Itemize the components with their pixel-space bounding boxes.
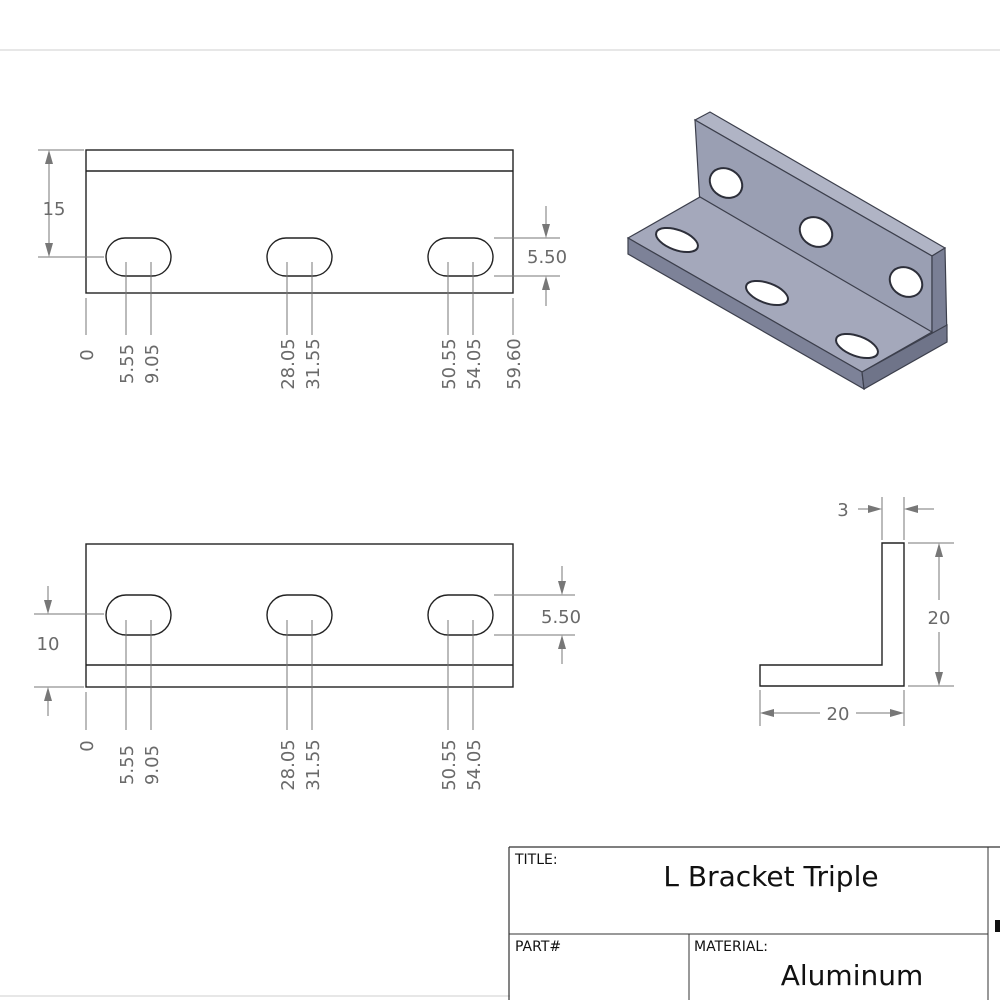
- front-ord-5: 50.55: [439, 338, 460, 390]
- front-height-dim: 15: [43, 199, 66, 220]
- bottom-slot-1: [105, 594, 172, 636]
- isometric-view: [626, 111, 948, 391]
- title-label: TITLE:: [514, 852, 558, 868]
- front-ord-2: 9.05: [142, 344, 163, 384]
- bottom-ord-6: 54.05: [464, 739, 485, 791]
- side-profile-view: 3 20 20: [759, 497, 954, 726]
- material-value: Aluminum: [781, 959, 924, 992]
- front-ord-6: 54.05: [464, 338, 485, 390]
- title-block: TITLE: L Bracket Triple PART# MATERIAL: …: [508, 846, 1000, 1000]
- title-value: L Bracket Triple: [663, 860, 878, 893]
- bottom-ord-5: 50.55: [439, 739, 460, 791]
- part-label: PART#: [515, 939, 561, 955]
- bottom-view: 10 5.50 0 5.55 9.05 28.05 31.55 50.55 54…: [34, 543, 581, 791]
- bottom-slot-2: [266, 594, 333, 636]
- bottom-height-dim: 10: [37, 634, 60, 655]
- side-thickness-dim: 3: [837, 500, 848, 521]
- front-ord-4: 31.55: [303, 338, 324, 390]
- material-label: MATERIAL:: [694, 939, 768, 955]
- iso-flange-hole-2: [798, 216, 834, 248]
- iso-base-hole-1: [655, 226, 699, 254]
- bottom-ord-2: 9.05: [142, 745, 163, 785]
- iso-base-side: [861, 323, 948, 390]
- iso-base-hole-2: [745, 279, 789, 307]
- l-profile-outline: [759, 542, 905, 687]
- front-slot-1: [105, 237, 172, 277]
- bottom-ord-0: 0: [77, 740, 98, 751]
- side-height-dim: 20: [928, 608, 951, 629]
- side-width-dim: 20: [827, 704, 850, 725]
- front-ord-7: 59.60: [504, 338, 525, 390]
- front-ord-0: 0: [77, 349, 98, 360]
- front-slot-3: [427, 237, 494, 277]
- bottom-slot-3: [427, 594, 494, 636]
- front-outline: [85, 149, 514, 294]
- iso-flange-hole-1: [708, 167, 744, 199]
- front-ord-1: 5.55: [117, 344, 138, 384]
- bottom-ord-3: 28.05: [278, 739, 299, 791]
- iso-base-hole-3: [835, 332, 879, 360]
- iso-flange-hole-3: [888, 266, 924, 298]
- front-slot-2: [266, 237, 333, 277]
- bottom-ord-4: 31.55: [303, 739, 324, 791]
- front-slot-dim: 5.50: [527, 247, 567, 268]
- bottom-slot-dim: 5.50: [541, 607, 581, 628]
- front-ord-3: 28.05: [278, 338, 299, 390]
- front-view: 15 5.50 0 5.55 9.05 28.05 31.55 50.55 54…: [38, 149, 567, 390]
- bottom-outline: [85, 543, 514, 688]
- bottom-ord-1: 5.55: [117, 745, 138, 785]
